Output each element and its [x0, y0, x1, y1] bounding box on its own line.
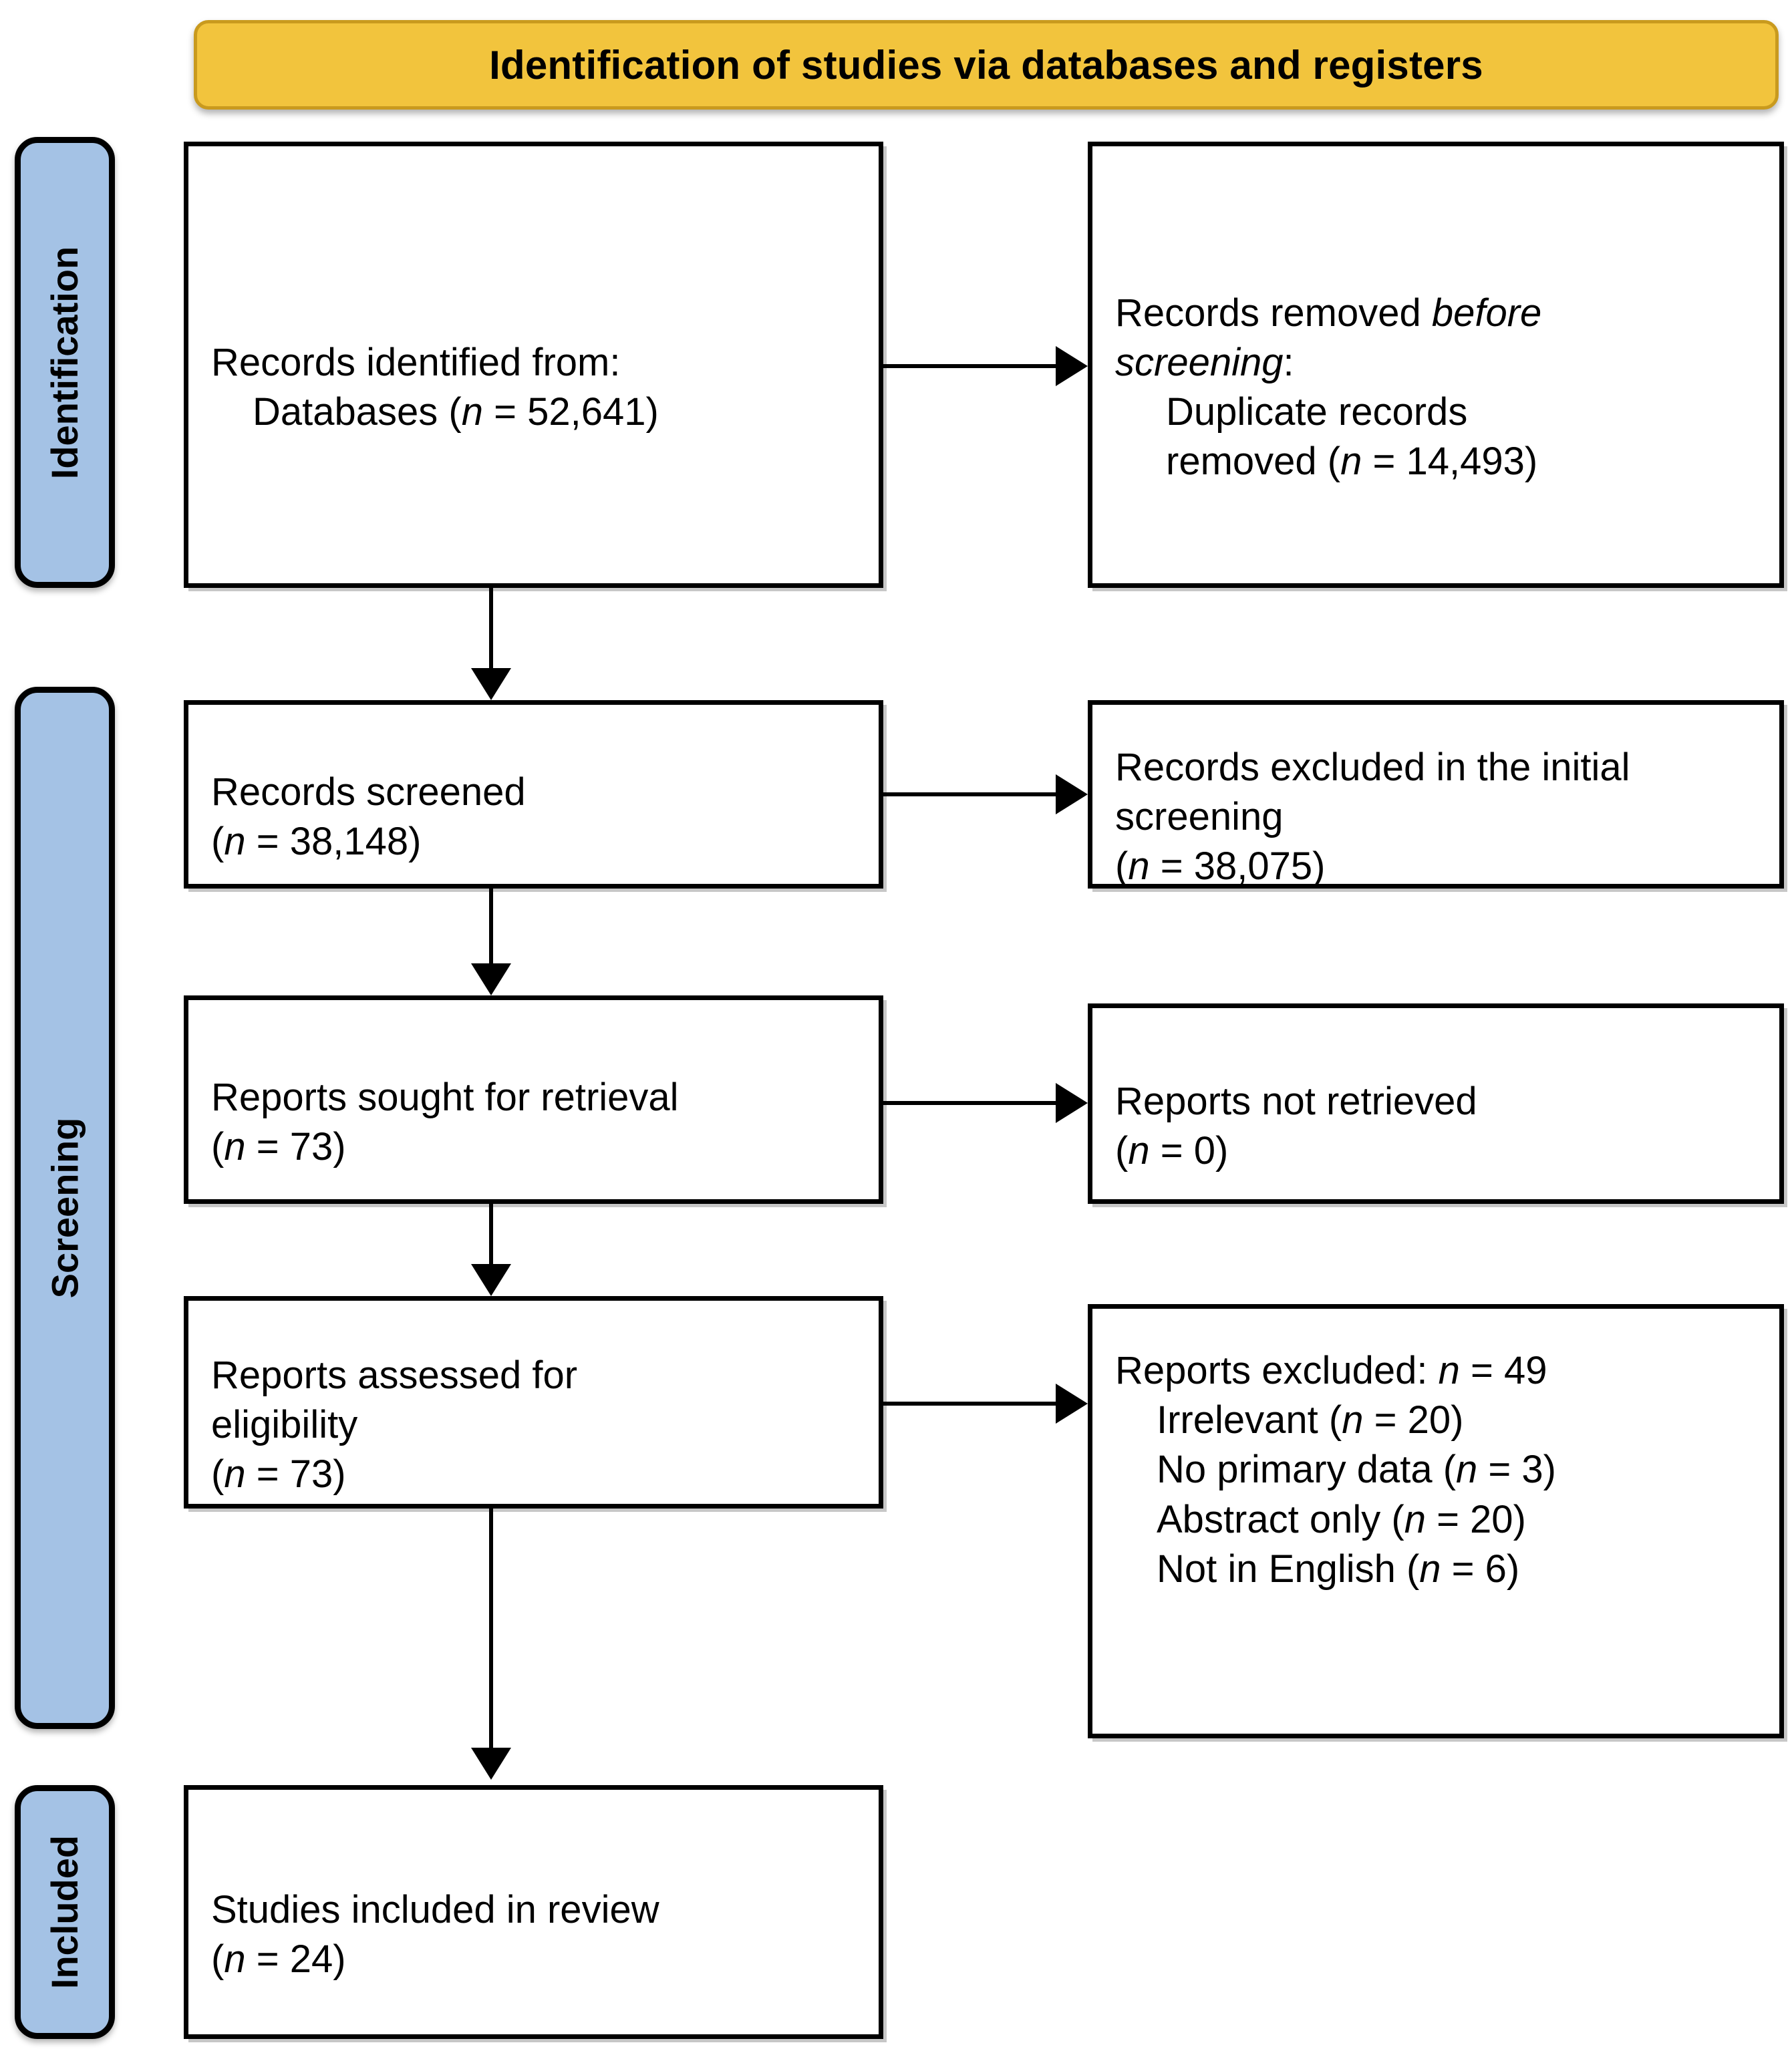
records-removed-line-3: Duplicate records	[1166, 390, 1468, 434]
box-records-excluded-initial-screening: Records excluded in the initial screenin…	[1088, 700, 1784, 889]
connector-identified-to-screened	[489, 588, 493, 668]
box-records-identified: Records identified from: Databases (n = …	[184, 142, 883, 588]
reports-excluded-header: Reports excluded: n = 49	[1115, 1349, 1547, 1392]
arrowhead-screened-to-sought	[471, 963, 511, 995]
arrowhead-sought-to-notretrieved	[1056, 1083, 1088, 1123]
arrowhead-sought-to-assessed	[471, 1264, 511, 1296]
exclusion-reason-not-in-english: Not in English (n = 6)	[1157, 1547, 1520, 1591]
arrowhead-assessed-to-included	[471, 1748, 511, 1780]
reports-not-retrieved-line-2: (n = 0)	[1115, 1129, 1229, 1172]
arrowhead-screened-to-excluded	[1056, 774, 1088, 814]
stage-label-screening-text: Screening	[43, 1117, 86, 1299]
records-screened-line-2: (n = 38,148)	[211, 820, 422, 863]
connector-assessed-to-included	[489, 1509, 493, 1748]
records-removed-line-4: removed (n = 14,493)	[1166, 440, 1538, 484]
box-records-screened: Records screened (n = 38,148)	[184, 700, 883, 889]
exclusion-reason-abstract-only: Abstract only (n = 20)	[1157, 1497, 1526, 1541]
records-excluded-line-1: Records excluded in the initial	[1115, 745, 1630, 789]
stage-label-screening: Screening	[15, 687, 115, 1729]
diagram-title: Identification of studies via databases …	[489, 42, 1483, 88]
connector-sought-to-notretrieved	[883, 1101, 1056, 1105]
reports-assessed-line-2: eligibility	[211, 1402, 358, 1446]
box-reports-excluded-with-reasons: Reports excluded: n = 49 Irrelevant (n =…	[1088, 1304, 1784, 1738]
records-identified-line-1: Records identified from:	[211, 340, 621, 384]
stage-label-identification: Identification	[15, 137, 115, 588]
stage-label-identification-text: Identification	[43, 246, 86, 479]
records-removed-line-2: screening:	[1115, 340, 1294, 384]
reports-assessed-line-3: (n = 73)	[211, 1452, 346, 1496]
connector-screened-to-sought	[489, 889, 493, 963]
records-excluded-line-2: screening	[1115, 794, 1284, 838]
exclusion-reason-irrelevant: Irrelevant (n = 20)	[1157, 1398, 1464, 1442]
reports-not-retrieved-line-1: Reports not retrieved	[1115, 1079, 1477, 1123]
records-removed-line-1: Records removed before	[1115, 291, 1542, 335]
reports-sought-line-1: Reports sought for retrieval	[211, 1075, 679, 1119]
studies-included-line-1: Studies included in review	[211, 1887, 659, 1931]
connector-sought-to-assessed	[489, 1204, 493, 1264]
diagram-header-banner: Identification of studies via databases …	[194, 20, 1779, 110]
box-reports-sought-for-retrieval: Reports sought for retrieval (n = 73)	[184, 995, 883, 1204]
arrowhead-assessed-to-excluded-full	[1056, 1384, 1088, 1424]
arrowhead-identified-to-screened	[471, 668, 511, 700]
studies-included-line-2: (n = 24)	[211, 1937, 346, 1981]
connector-identified-to-removed	[883, 364, 1056, 368]
reports-sought-line-2: (n = 73)	[211, 1125, 346, 1168]
stage-label-included-text: Included	[43, 1835, 86, 1990]
box-reports-assessed-for-eligibility: Reports assessed for eligibility (n = 73…	[184, 1296, 883, 1509]
records-screened-line-1: Records screened	[211, 770, 526, 814]
box-records-removed-before-screening: Records removed before screening: Duplic…	[1088, 142, 1784, 588]
connector-screened-to-excluded	[883, 792, 1056, 796]
connector-assessed-to-excluded-full	[883, 1402, 1056, 1406]
box-reports-not-retrieved: Reports not retrieved (n = 0)	[1088, 1003, 1784, 1204]
arrowhead-identified-to-removed	[1056, 346, 1088, 386]
box-studies-included-in-review: Studies included in review (n = 24)	[184, 1785, 883, 2039]
stage-label-included: Included	[15, 1785, 115, 2039]
records-identified-line-2: Databases (n = 52,641)	[253, 390, 659, 434]
exclusion-reason-no-primary-data: No primary data (n = 3)	[1157, 1448, 1556, 1492]
reports-assessed-line-1: Reports assessed for	[211, 1353, 578, 1397]
records-excluded-line-3: (n = 38,075)	[1115, 844, 1326, 889]
